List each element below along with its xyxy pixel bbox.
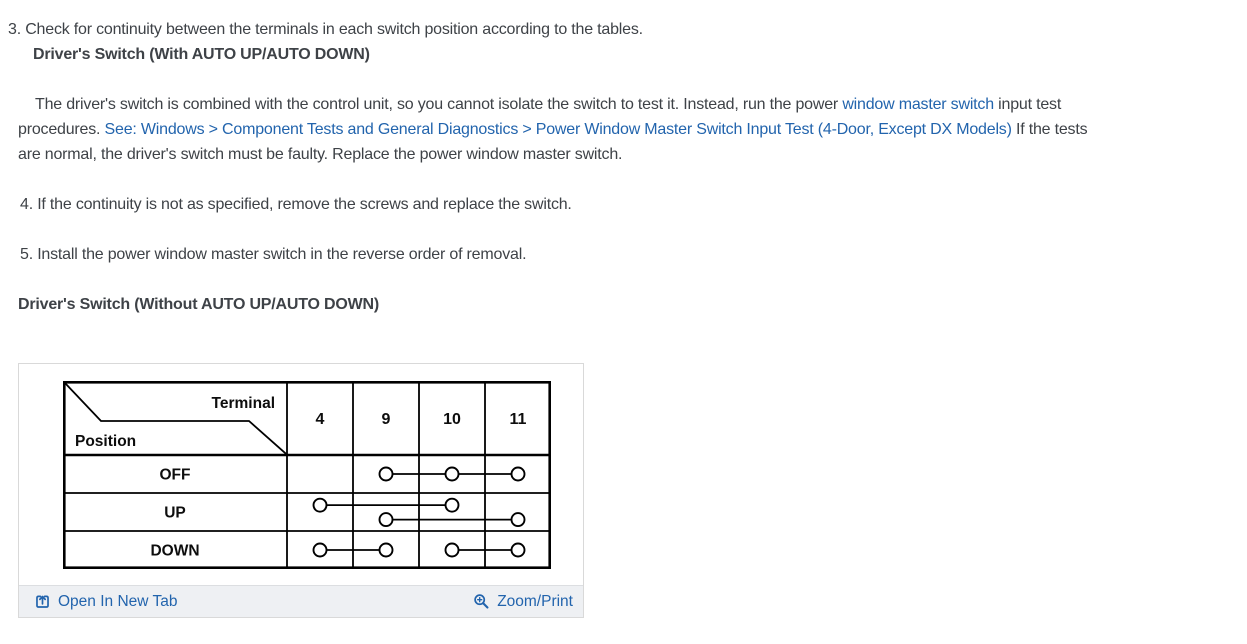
step-item-5: 5. Install the power window master switc… <box>20 246 527 263</box>
zoom-print-label: Zoom/Print <box>497 592 573 610</box>
open-in-new-tab-link[interactable]: Open In New Tab <box>34 593 177 611</box>
zoom-print-link[interactable]: Zoom/Print <box>473 593 573 611</box>
open-in-new-tab-icon <box>36 595 49 608</box>
terminal-contact-circle <box>312 497 328 513</box>
step-item-3: 3. Check for continuity between the term… <box>8 21 643 38</box>
terminal-header: 11 <box>510 411 527 428</box>
terminal-contact-circle <box>510 542 526 558</box>
heading-without-auto: Driver's Switch (Without AUTO UP/AUTO DO… <box>18 296 379 313</box>
terminal-header: 10 <box>443 411 461 428</box>
paragraph-text-run: are normal, the driver's switch must be … <box>18 146 623 163</box>
terminal-contact-circle <box>312 542 328 558</box>
position-label: OFF <box>160 467 191 484</box>
terminal-contact-circle <box>444 466 460 482</box>
terminal-header: 9 <box>382 411 391 428</box>
figure-toolbar: Open In New Tab Zoom/Print <box>19 585 583 617</box>
corner-diagonal <box>63 381 287 455</box>
table-border <box>62 380 551 569</box>
terminal-contact-circle <box>378 542 394 558</box>
window-master-switch-link[interactable]: window master switch <box>842 96 994 113</box>
terminal-header: 4 <box>316 411 325 428</box>
position-label: UP <box>164 505 186 522</box>
paragraph-text-run: input test <box>993 96 1062 113</box>
terminal-contact-circle <box>378 512 394 528</box>
terminal-contact-circle <box>510 512 526 528</box>
corner-label-position: Position <box>75 433 136 450</box>
component-tests-link[interactable]: See: Windows > Component Tests and Gener… <box>104 121 1012 138</box>
body-paragraph: The driver's switch is combined with the… <box>18 92 1247 167</box>
terminal-contact-circle <box>444 497 460 513</box>
terminal-contact-circle <box>378 466 394 482</box>
corner-label-terminal: Terminal <box>212 395 275 412</box>
open-in-new-tab-label: Open In New Tab <box>58 592 178 610</box>
step-item-4: 4. If the continuity is not as specified… <box>20 196 572 213</box>
zoom-plus-icon <box>474 594 489 609</box>
terminal-contact-circle <box>510 466 526 482</box>
paragraph-text-run: The driver's switch is combined with the… <box>35 96 843 113</box>
terminal-contact-circle <box>444 542 460 558</box>
heading-with-auto: Driver's Switch (With AUTO UP/AUTO DOWN) <box>33 46 370 63</box>
paragraph-text-run: procedures. <box>18 121 105 138</box>
position-label: DOWN <box>150 543 199 560</box>
paragraph-text-run: If the tests <box>1011 121 1088 138</box>
document-body: 3. Check for continuity between the term… <box>8 21 1247 618</box>
